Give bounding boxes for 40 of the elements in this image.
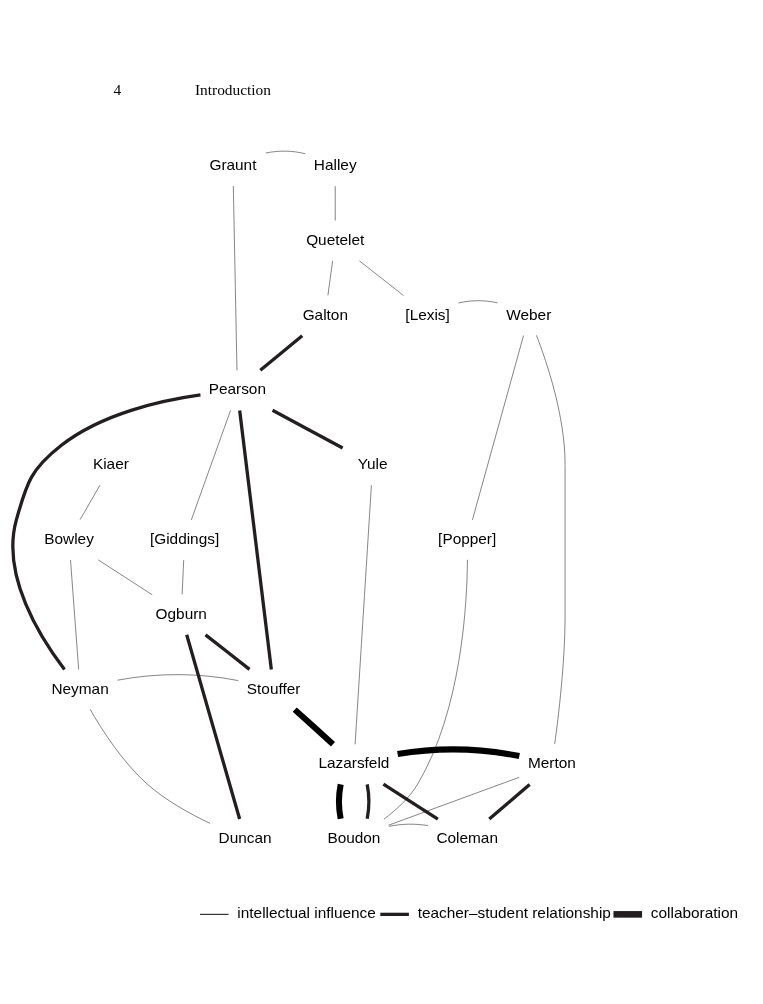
connector [336,783,344,819]
node-text: Halley [313,155,357,173]
connector [383,559,468,819]
node-text: Bowley [44,529,94,547]
node-text: Kiaer [92,454,129,472]
connector [388,776,520,825]
node-text: Coleman [436,828,498,846]
node-text: Weber [506,305,552,323]
node-text: Boudon [327,828,381,846]
node-text: Stouffer [246,679,301,697]
node-text: [Popper] [438,529,497,547]
node-text: Lazarsfeld [318,753,390,771]
node-text: Ogburn [155,604,207,622]
connector [117,673,239,681]
connector [11,392,201,671]
node-text: Yule [357,454,388,472]
connector [365,783,371,819]
node-text: Quetelet [306,230,365,248]
connector [204,633,251,671]
node-text: Pearson [208,379,266,397]
node-text: [Lexis] [405,305,450,323]
connector [397,745,520,759]
node-text: [Giddings] [149,529,220,547]
connector [259,333,304,372]
label: 4 [113,80,122,98]
node-text: Graunt [209,155,257,173]
legend-label: teacher–student relationship [417,903,611,921]
label: Introduction [194,80,271,98]
node-text: Merton [527,753,576,771]
connector [271,408,344,449]
node-text: Neyman [51,679,109,697]
node-text: Galton [302,305,348,323]
connector [185,633,242,819]
legend-label: intellectual influence [237,903,376,921]
node-text: Duncan [218,828,272,846]
connector [382,782,439,821]
connector [292,706,335,746]
legend-label: collaboration [650,903,739,921]
connector [238,409,273,670]
connector [488,782,531,820]
